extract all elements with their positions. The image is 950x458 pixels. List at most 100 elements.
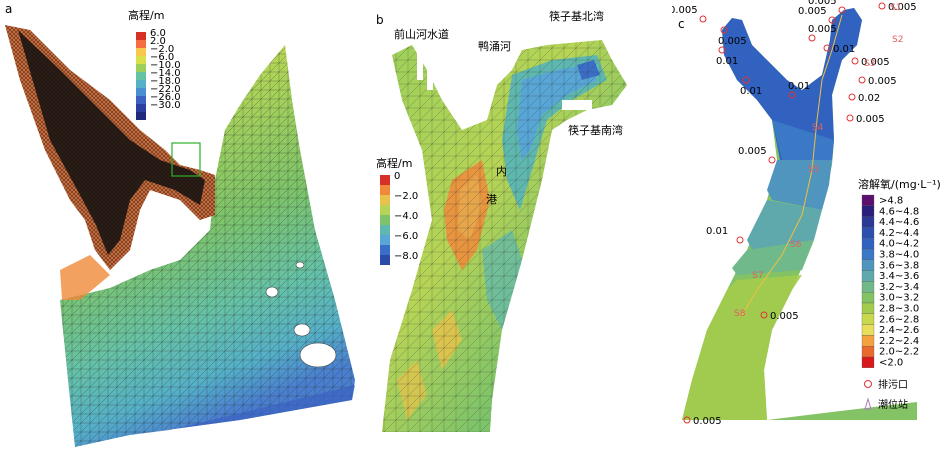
outfall-marker bbox=[760, 311, 768, 319]
outfall-value-label: 0.02 bbox=[858, 93, 880, 104]
legend-b-swatch bbox=[380, 245, 390, 255]
station-label: S8 bbox=[734, 309, 746, 319]
legend-c-label: 3.4~3.6 bbox=[879, 271, 919, 282]
legend-a-swatch bbox=[136, 88, 146, 96]
inset-box bbox=[171, 142, 201, 177]
outfall-legend-icon bbox=[864, 380, 872, 388]
legend-c-swatch bbox=[861, 227, 875, 239]
outfall-value-label: 0.005 bbox=[808, 0, 837, 7]
legend-c-label: 2.0~2.2 bbox=[879, 347, 919, 358]
outfall-value-label: 0.01 bbox=[716, 56, 738, 67]
legend-a: 高程/m 6.02.0−2.0−6.0−10.0−14.0−18.0−22.0−… bbox=[128, 8, 181, 120]
outfall-marker bbox=[768, 156, 776, 164]
station-track-line bbox=[741, 14, 843, 316]
legend-b-swatch bbox=[380, 225, 390, 235]
legend-c-label: >4.8 bbox=[879, 196, 903, 207]
outfall-value-label: 0.01 bbox=[833, 44, 855, 55]
legend-a-tick: −26.0 bbox=[150, 92, 181, 103]
label-inner-harbour-2: 港 bbox=[486, 193, 497, 206]
legend-a-tick: −30.0 bbox=[150, 100, 181, 111]
legend-c-swatch bbox=[861, 281, 875, 293]
label-yachong-river: 鸭涌河 bbox=[478, 40, 511, 53]
legend-c-swatch bbox=[861, 205, 875, 217]
legend-c-label: 2.8~3.0 bbox=[879, 304, 919, 315]
legend-a-swatch bbox=[136, 96, 146, 104]
legend-c-swatch bbox=[861, 356, 875, 368]
outfall-marker bbox=[742, 76, 750, 84]
legend-b-swatch bbox=[380, 205, 390, 215]
outfall-marker bbox=[858, 76, 866, 84]
legend-a-tick: −2.0 bbox=[150, 44, 174, 55]
legend-c-swatch bbox=[861, 270, 875, 282]
legend-a-swatch bbox=[136, 32, 146, 40]
legend-c-label: 4.2~4.4 bbox=[879, 228, 919, 239]
outfall-value-label: 0.005 bbox=[888, 2, 917, 13]
legend-c-swatch bbox=[861, 313, 875, 325]
legend-a-tick: −6.0 bbox=[150, 52, 174, 63]
outfall-marker bbox=[720, 26, 728, 34]
legend-a-tick: −18.0 bbox=[150, 76, 181, 87]
outfall-value-label: 0.005 bbox=[738, 146, 767, 157]
outfall-value-label: 0.01 bbox=[740, 86, 762, 97]
station-label: S4 bbox=[812, 123, 824, 133]
legend-c-swatch bbox=[861, 259, 875, 271]
legend-a-swatch bbox=[136, 80, 146, 88]
legend-c-swatch bbox=[861, 194, 875, 206]
legend-a-swatch bbox=[136, 104, 146, 112]
outfall-marker bbox=[808, 34, 816, 42]
panel-b-label: b bbox=[376, 13, 384, 27]
outfall-marker bbox=[736, 236, 744, 244]
outfall-marker bbox=[851, 57, 859, 65]
legend-c-label: 2.4~2.6 bbox=[879, 325, 919, 336]
label-zhuzi-south-bay: 筷子基南湾 bbox=[568, 123, 623, 137]
legend-b: 高程/m 0−2.0−4.0−6.0−8.0 bbox=[376, 156, 418, 265]
label-qianshan-waterway: 前山河水道 bbox=[394, 27, 449, 41]
legend-c-label: 3.8~4.0 bbox=[879, 250, 919, 261]
legend-c-swatch bbox=[861, 346, 875, 358]
legend-b-tick: −2.0 bbox=[394, 191, 418, 202]
outfall-legend-label: 排污口 bbox=[878, 378, 908, 391]
outfall-marker bbox=[848, 93, 856, 101]
legend-b-swatch bbox=[380, 185, 390, 195]
station-label: S7 bbox=[752, 271, 763, 281]
station-label: S1 bbox=[890, 3, 901, 13]
legend-c-title: 溶解氧/(mg·L⁻¹) bbox=[858, 177, 941, 191]
legend-a-title: 高程/m bbox=[128, 8, 164, 22]
outfall-value-label: 0.01 bbox=[706, 226, 728, 237]
panel-a-label: a bbox=[5, 2, 12, 16]
outfall-value-label: 0.005 bbox=[672, 5, 698, 16]
legend-c-swatch bbox=[861, 292, 875, 304]
outfall-value-label: 0.005 bbox=[693, 416, 722, 427]
outfall-value-label: 0.005 bbox=[856, 114, 885, 125]
legend-c-swatch bbox=[861, 238, 875, 250]
legend-a-tick: 6.0 bbox=[150, 28, 166, 39]
legend-b-tick: −8.0 bbox=[394, 251, 418, 262]
station-label: S3 bbox=[864, 59, 875, 69]
legend-a-swatch bbox=[136, 72, 146, 80]
legend-b-tick: 0 bbox=[394, 171, 400, 182]
panel-c-label: c bbox=[678, 17, 685, 31]
legend-c-label: 3.6~3.8 bbox=[879, 260, 919, 271]
legend-b-tick: −4.0 bbox=[394, 211, 418, 222]
legend-c-label: 4.6~4.8 bbox=[879, 206, 919, 217]
legend-b-swatch bbox=[380, 235, 390, 245]
legend-c-label: 4.0~4.2 bbox=[879, 239, 919, 250]
outfall-value-label: 0.005 bbox=[770, 311, 799, 322]
legend-a-swatch bbox=[136, 56, 146, 64]
legend-a-tick: 2.0 bbox=[150, 36, 166, 47]
outfall-marker bbox=[846, 114, 854, 122]
tide-gauge-legend-label: 潮位站 bbox=[878, 398, 908, 411]
legend-b-swatch bbox=[380, 255, 390, 265]
legend-c-swatch bbox=[861, 335, 875, 347]
outfall-value-label: 0.01 bbox=[788, 81, 810, 92]
outfall-marker bbox=[823, 44, 831, 52]
legend-c-label: <2.0 bbox=[879, 358, 903, 369]
legend-a-swatch bbox=[136, 40, 146, 48]
outfall-value-label: 0.005 bbox=[861, 57, 890, 68]
station-label: S6 bbox=[790, 240, 802, 250]
legend-a-tick: −22.0 bbox=[150, 84, 181, 95]
outfall-marker bbox=[683, 416, 691, 424]
legend-b-tick: −6.0 bbox=[394, 231, 418, 242]
legend-c-swatch bbox=[861, 248, 875, 260]
legend-c-label: 2.2~2.4 bbox=[879, 336, 919, 347]
